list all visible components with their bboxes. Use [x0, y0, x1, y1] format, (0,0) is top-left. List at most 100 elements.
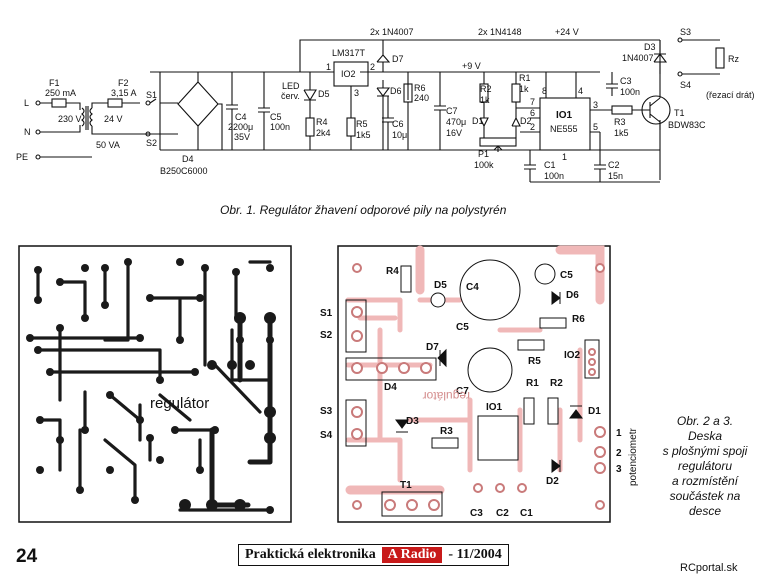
label-d1: D1 [472, 116, 484, 126]
layout-label-mirrored: regulátor [423, 389, 470, 403]
layout-label-d1: D1 [588, 406, 601, 417]
label-2x-1n4007: 2x 1N4007 [370, 27, 414, 37]
label-s2: S2 [146, 138, 157, 148]
label-n: N [24, 127, 31, 137]
layout-label-r1: R1 [526, 378, 539, 389]
layout-label-r4: R4 [386, 266, 399, 277]
label-pin-2: 2 [370, 62, 375, 72]
label-c4-value: 2200μ [228, 122, 253, 132]
label-f2-value: 3,15 A [111, 88, 137, 98]
layout-label-d3: D3 [406, 416, 419, 427]
site-watermark: RCportal.sk [680, 562, 738, 574]
schematic: F1 250 mA F2 3,15 A L N PE 230 V 24 V 50… [16, 27, 755, 183]
resistor-rz [715, 47, 725, 69]
resistor-r4 [305, 117, 315, 137]
label-c2: C2 [608, 160, 620, 170]
label-c1: C1 [544, 160, 556, 170]
label-c6: C6 [392, 119, 404, 129]
layout-pads [351, 263, 606, 511]
layout-label-t1: T1 [400, 480, 412, 491]
label-led-color: červ. [281, 91, 300, 101]
layout-r5 [517, 339, 545, 351]
potentiometer-p1 [479, 137, 517, 147]
label-d3: D3 [644, 42, 656, 52]
layout-r2 [547, 397, 559, 425]
label-pin-3: 3 [354, 88, 359, 98]
label-230v: 230 V [58, 114, 82, 124]
label-r4-value: 2k4 [316, 128, 331, 138]
layout-r1 [523, 397, 535, 425]
label-pe: PE [16, 152, 28, 162]
label-r5-value: 1k5 [356, 130, 371, 140]
layout-label-c7: C7 [456, 386, 469, 397]
layout-label-pot-2: 2 [616, 448, 622, 459]
pin-4: 4 [578, 86, 583, 96]
layout-label-s1: S1 [320, 308, 333, 319]
fuse-f2 [107, 98, 123, 108]
label-c2-value: 15n [608, 171, 623, 181]
pin-3: 3 [593, 100, 598, 110]
label-c7-value: 470μ [446, 117, 466, 127]
label-s1: S1 [146, 90, 157, 100]
caption2-line: a rozmístění [671, 474, 739, 488]
layout-label-c5b: C5 [456, 322, 469, 333]
layout-label-io1: IO1 [486, 402, 503, 413]
pin-8: 8 [542, 86, 547, 96]
caption2-line: regulátoru [677, 459, 733, 473]
page-number: 24 [16, 546, 38, 567]
label-ne555: NE555 [550, 124, 578, 134]
label-c5: C5 [270, 112, 282, 122]
layout-t1 [381, 491, 443, 517]
layout-label-pot-1: 1 [616, 428, 622, 439]
label-rz: Rz [728, 54, 739, 64]
caption2-line: součástek na [669, 489, 741, 503]
pcb-label: regulátor [150, 395, 209, 412]
label-d6: D6 [390, 86, 402, 96]
layout-label-d6: D6 [566, 290, 579, 301]
label-50va: 50 VA [96, 140, 120, 150]
footer-a-radio: A Radio [381, 547, 443, 563]
resistor-r3 [611, 105, 633, 115]
label-f2: F2 [118, 78, 129, 88]
figure-caption-1: Obr. 1. Regulátor žhavení odporové pily … [220, 203, 507, 217]
label-d5: D5 [318, 89, 330, 99]
layout-label-pot-3: 3 [616, 464, 622, 475]
layout-s3-s4-terminal [345, 399, 367, 447]
label-p1-value: 100k [474, 160, 494, 170]
label-d3-value: 1N4007 [622, 53, 654, 63]
label-r5: R5 [356, 119, 368, 129]
pin-1: 1 [562, 152, 567, 162]
label-s3: S3 [680, 27, 691, 37]
layout-d7 [437, 348, 447, 368]
layout-s1-s2-terminal [345, 299, 367, 353]
label-2x-1n4148: 2x 1N4148 [478, 27, 522, 37]
label-c6-value: 10μ [392, 130, 407, 140]
label-r6-value: 240 [414, 93, 429, 103]
label-r1-value: 1k [519, 84, 529, 94]
label-l: L [24, 98, 29, 108]
layout-label-d7: D7 [426, 342, 439, 353]
bridge-rectifier-d4 [177, 81, 219, 127]
label-9v-rail: +9 V [462, 61, 481, 71]
pin-7: 7 [530, 97, 535, 107]
layout-label-d4: D4 [384, 382, 397, 393]
footer-magazine-name: Praktická elektronika [245, 547, 376, 562]
layout-label-c3: C3 [470, 508, 483, 519]
layout-r3 [431, 437, 459, 449]
label-s4: S4 [680, 80, 691, 90]
label-24v-rail: +24 V [555, 27, 579, 37]
layout-d2 [551, 459, 561, 473]
label-r2-value: 1k [480, 95, 490, 105]
label-r1: R1 [519, 73, 531, 83]
label-f1: F1 [49, 78, 60, 88]
label-rezaci-drat: (řezací drát) [706, 90, 755, 100]
label-c7: C7 [446, 106, 458, 116]
layout-label-io2: IO2 [564, 350, 581, 361]
pcb-board: regulátor [18, 245, 292, 523]
label-r4: R4 [316, 117, 328, 127]
label-f1-value: 250 mA [45, 88, 76, 98]
label-pin-1: 1 [326, 62, 331, 72]
label-c1-value: 100n [544, 171, 564, 181]
layout-label-r3: R3 [440, 426, 453, 437]
